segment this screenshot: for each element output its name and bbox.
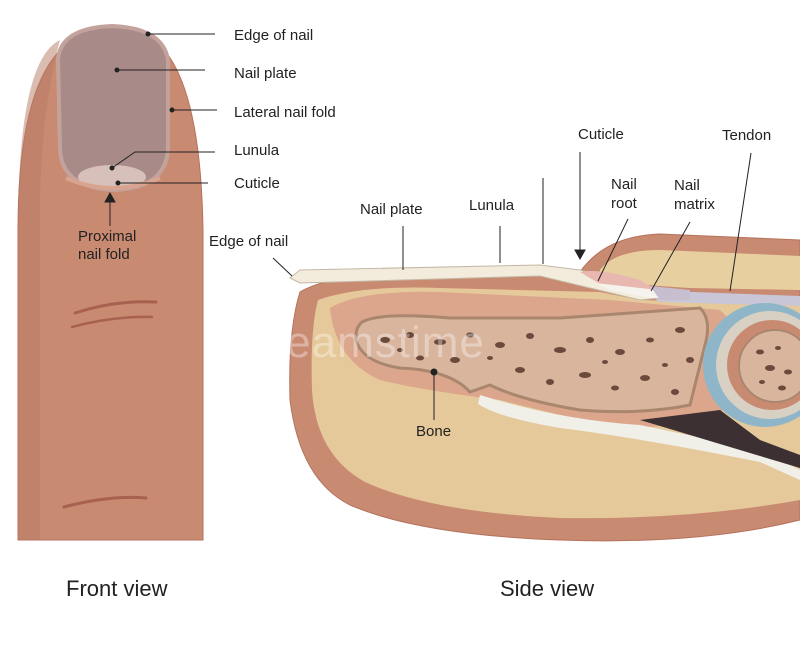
front-finger-shade <box>18 40 60 540</box>
label-proximal-nail-fold-line1: Proximal <box>78 228 137 245</box>
side-bone <box>354 306 710 414</box>
label-lunula-front: Lunula <box>234 142 280 159</box>
side-nail-matrix <box>650 286 690 300</box>
label-proximal-nail-fold-line2: nail fold <box>78 246 130 263</box>
side-fat-top <box>600 250 800 290</box>
label-tendon: Tendon <box>722 127 772 144</box>
label-nail-root-line1: Nail <box>611 176 637 193</box>
label-edge-of-nail-side: Edge of nail <box>209 233 289 250</box>
label-bone: Bone <box>416 423 452 440</box>
front-finger <box>17 23 204 541</box>
side-dark-wedge <box>640 410 800 468</box>
watermark: dreamstime <box>245 318 485 367</box>
front-skin-crease-1 <box>73 300 158 315</box>
label-nail-plate-front: Nail plate <box>234 65 297 82</box>
front-skin-crease-2 <box>70 315 154 329</box>
label-cuticle-front: Cuticle <box>234 175 280 192</box>
front-view-title: Front view <box>66 576 168 601</box>
side-view-title: Side view <box>500 576 595 601</box>
side-ligament <box>478 395 800 480</box>
side-bone-texture <box>380 327 694 395</box>
label-nail-matrix-line2: matrix <box>674 196 715 213</box>
front-leader-lines <box>104 31 217 226</box>
label-lunula-side: Lunula <box>469 197 515 214</box>
front-skin-crease-3 <box>62 495 148 509</box>
side-joint-bone-texture <box>756 346 792 391</box>
side-leader-lines <box>272 152 752 420</box>
label-nail-matrix-line1: Nail <box>674 177 700 194</box>
side-finger <box>289 233 800 542</box>
label-lateral-nail-fold: Lateral nail fold <box>234 104 336 121</box>
label-cuticle-side: Cuticle <box>578 126 624 143</box>
label-nail-plate-side: Nail plate <box>360 201 423 218</box>
front-cuticle <box>65 176 161 190</box>
label-nail-root-line2: root <box>611 195 637 212</box>
label-edge-of-nail-front: Edge of nail <box>234 27 314 44</box>
